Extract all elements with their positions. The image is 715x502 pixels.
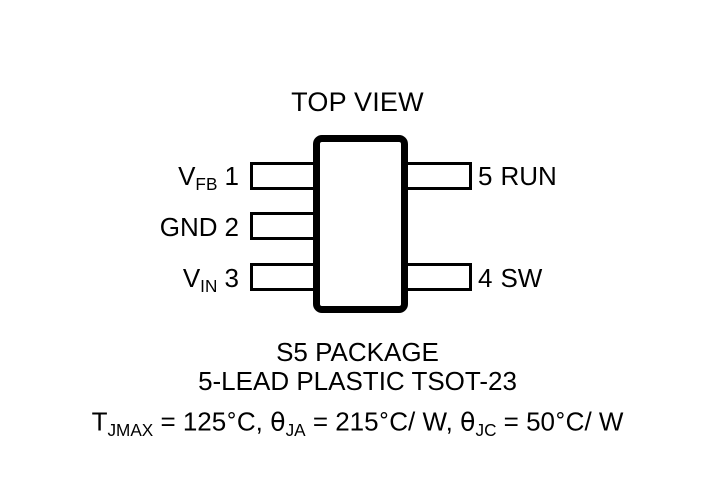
theta-jc-unit: C/ W	[565, 406, 624, 437]
pin-label-1: VFB 1	[178, 161, 239, 195]
pin-4-name: SW	[500, 263, 543, 293]
pin-1-number: 1	[224, 161, 239, 191]
thermal-specs-caption: TJMAX = 125°C, θJA = 215°C/ W, θJC = 50°…	[0, 407, 715, 440]
pin-5-name: RUN	[500, 161, 557, 191]
theta-ja-symbol: θ	[270, 407, 286, 437]
pin-1-name: V	[178, 161, 196, 191]
theta-ja-value: = 215	[305, 406, 379, 437]
pin-1-subscript: FB	[195, 174, 218, 195]
pin-3-number: 3	[224, 263, 239, 293]
tjmax-subscript: JMAX	[107, 419, 154, 440]
pin-label-3: VIN 3	[182, 263, 239, 297]
theta-ja-unit: C/ W,	[389, 406, 461, 437]
theta-ja-subscript: JA	[285, 419, 306, 440]
pin-5-number: 5	[478, 161, 493, 191]
pin-3-subscript: IN	[200, 276, 218, 297]
lead-pin-4	[402, 263, 472, 291]
package-name-caption: S5 PACKAGE	[276, 337, 439, 367]
degree-icon-1: °	[226, 409, 237, 434]
lead-description-caption: 5-LEAD PLASTIC TSOT-23	[198, 366, 517, 396]
tjmax-unit: C,	[236, 406, 271, 437]
lead-pin-2	[250, 212, 320, 240]
tjmax-symbol: T	[91, 406, 108, 437]
pin-2-name: GND	[159, 212, 218, 242]
lead-pin-3	[250, 263, 320, 291]
degree-icon-2: °	[378, 409, 390, 434]
package-body-outline	[313, 135, 408, 313]
lead-pin-1	[250, 162, 320, 190]
pin-4-number: 4	[478, 263, 493, 293]
theta-jc-value: = 50	[496, 406, 556, 437]
theta-jc-symbol: θ	[460, 407, 476, 437]
lead-pin-5	[402, 162, 472, 190]
degree-icon-3: °	[555, 409, 566, 434]
tjmax-value: = 125	[153, 406, 227, 437]
theta-jc-subscript: JC	[475, 419, 497, 440]
pin-3-name: V	[182, 263, 201, 293]
view-title: TOP VIEW	[291, 87, 424, 117]
pin-2-number: 2	[224, 212, 239, 242]
